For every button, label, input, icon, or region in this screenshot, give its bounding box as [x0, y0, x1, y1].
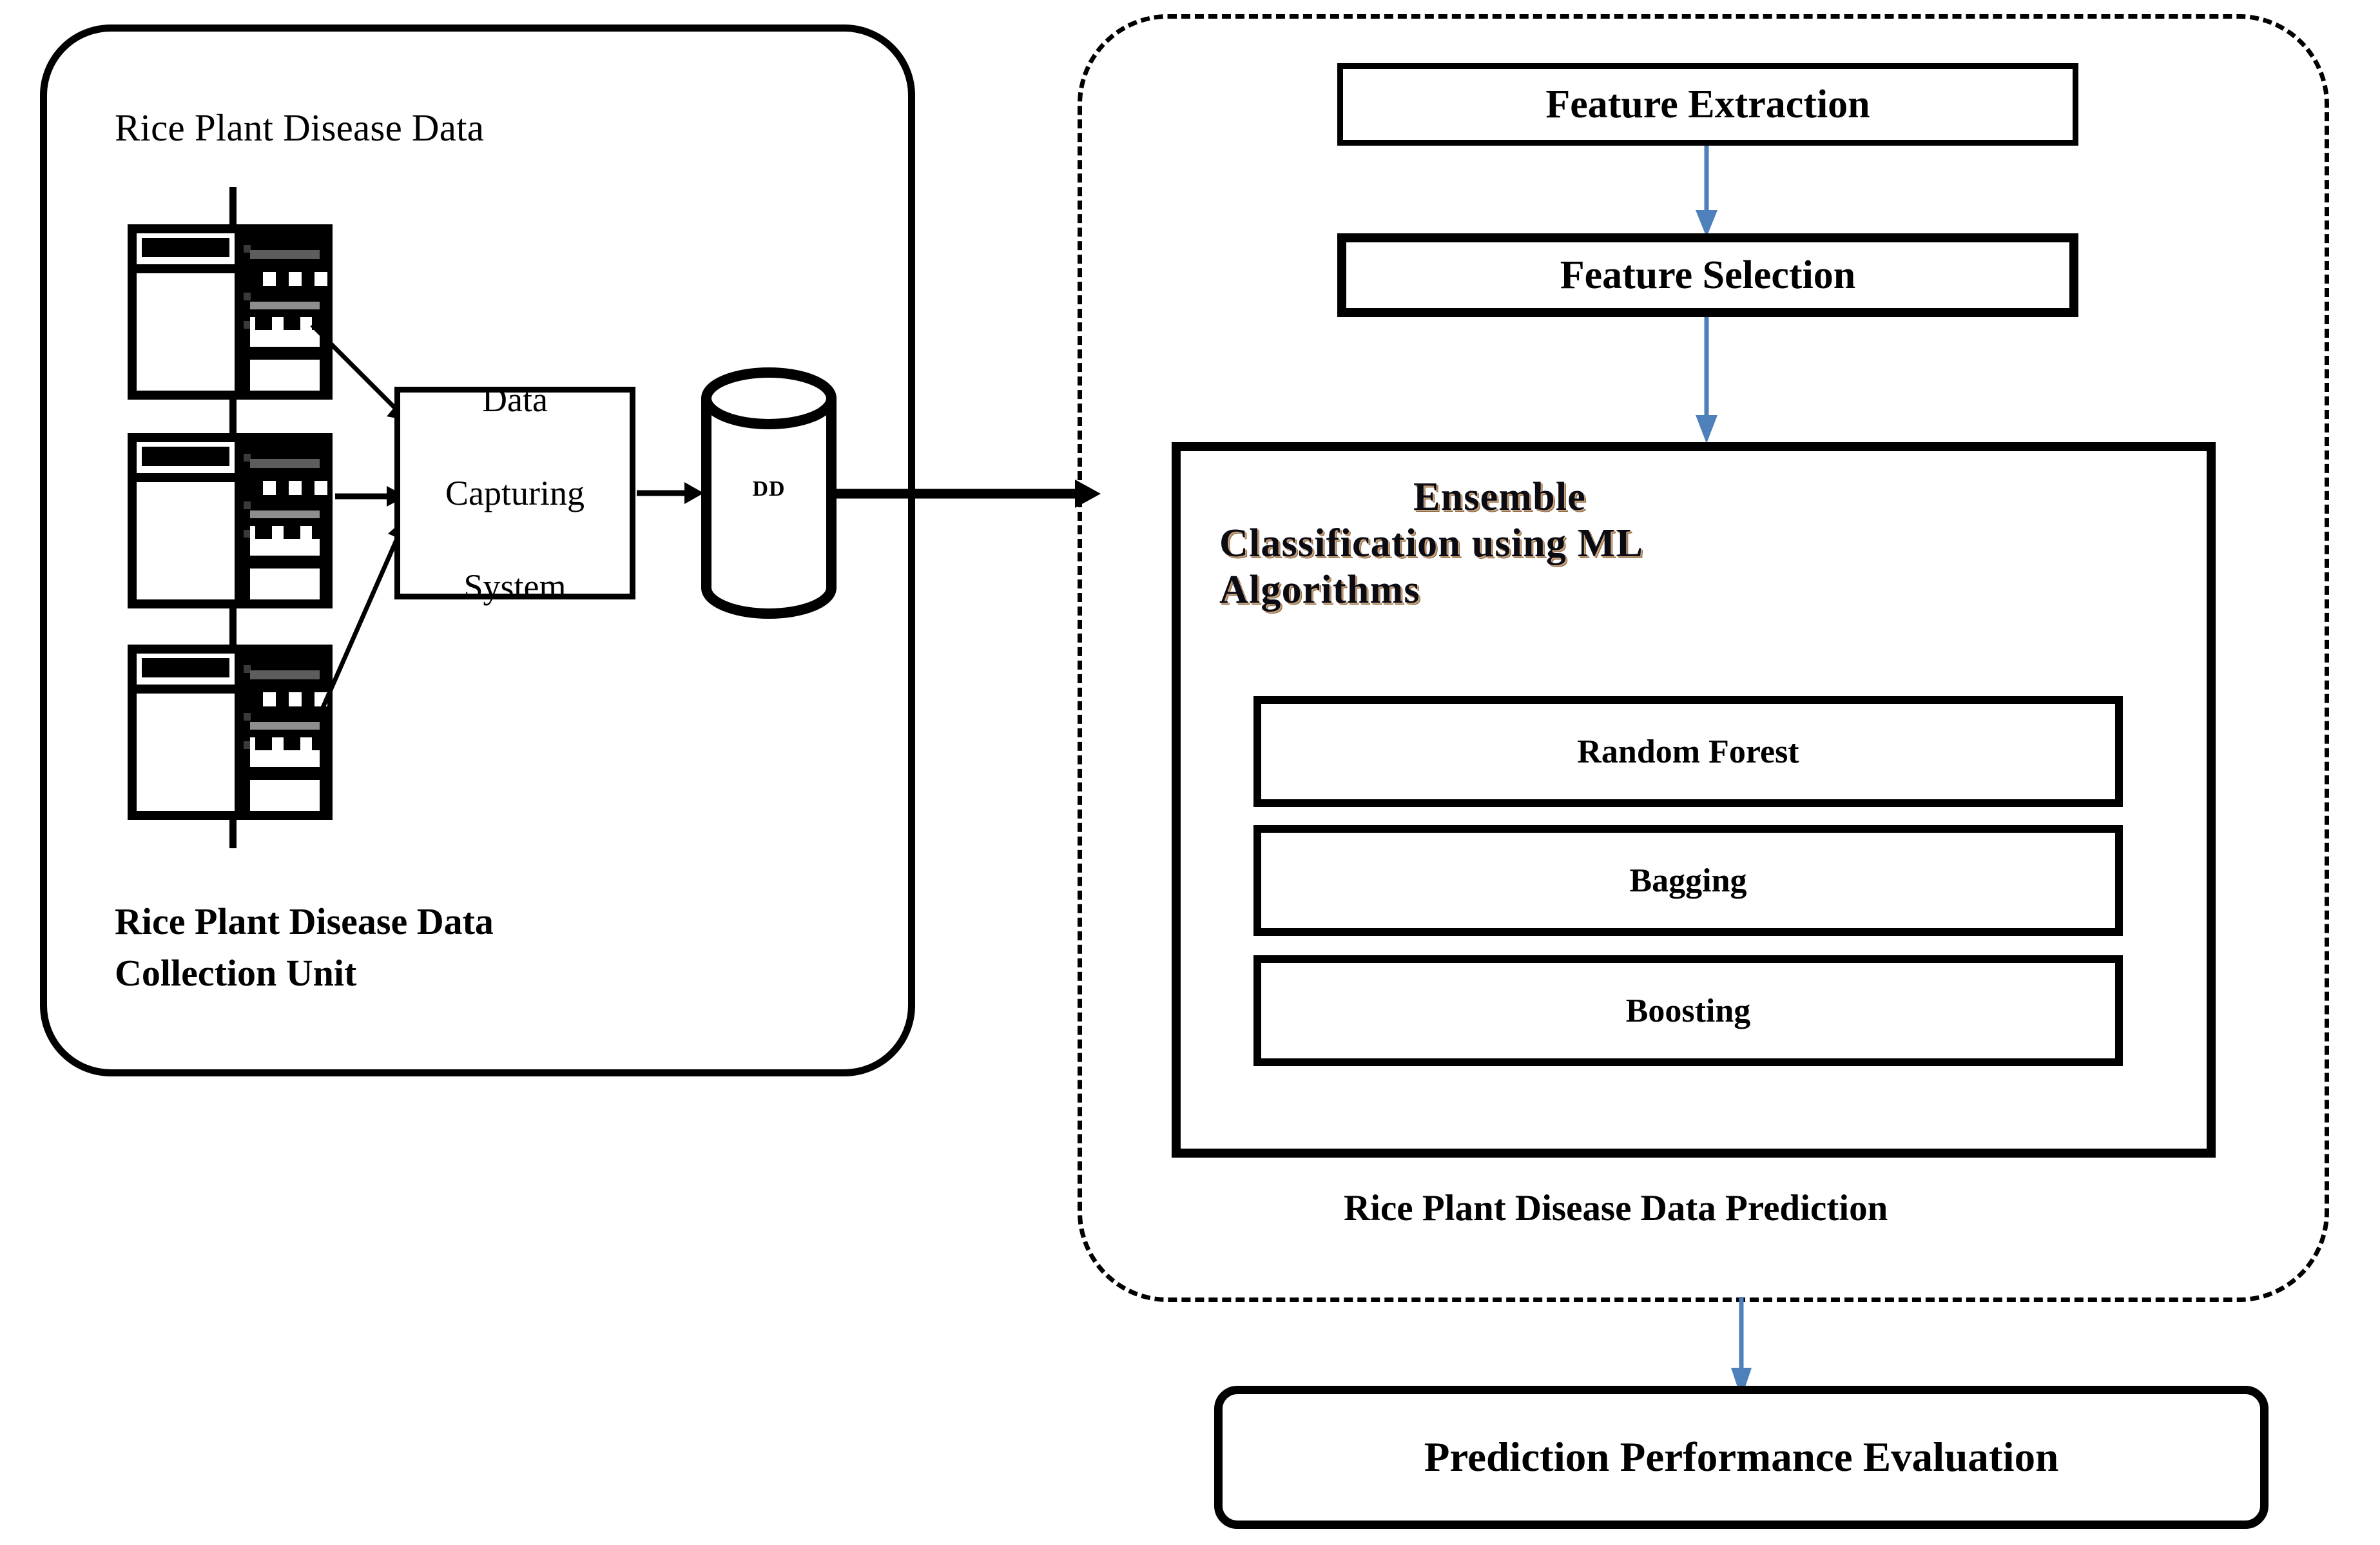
algorithm-box-random-forest: Random Forest: [1253, 696, 2123, 807]
rack-left-panel-2: [137, 482, 235, 599]
algorithm-label-0: Random Forest: [1577, 733, 1799, 770]
algorithm-label-1: Bagging: [1629, 862, 1747, 899]
prediction-unit-caption: Rice Plant Disease Data Prediction: [1344, 1188, 1888, 1229]
rack-screen-frame-2: [137, 442, 235, 473]
evaluation-label: Prediction Performance Evaluation: [1424, 1433, 2059, 1481]
collection-to-prediction-arrow: [835, 480, 1101, 508]
rack-left-panel-3: [137, 694, 235, 811]
feature-extraction-box: Feature Extraction: [1337, 63, 2078, 146]
rack-screen-frame-1: [137, 233, 235, 264]
collection-caption-line-1: Rice Plant Disease Data: [115, 900, 494, 942]
server-rack-icon-2: [128, 433, 333, 608]
ensemble-title-line-2: Classification using ML: [1219, 521, 1644, 565]
feature-extraction-to-selection-arrow: [1696, 146, 1717, 237]
server-rack-icon-1: [128, 224, 333, 400]
capture-line-2: Capturing: [445, 473, 585, 512]
data-capturing-system-box: Data Capturing System: [394, 380, 635, 606]
ensemble-title: Ensemble Classification using ML Algorit…: [1219, 474, 1993, 614]
feature-selection-label: Feature Selection: [1560, 253, 1856, 297]
rack-left-panel-1: [137, 273, 235, 391]
capture-line-3: System: [463, 567, 566, 606]
algorithm-label-2: Boosting: [1625, 992, 1751, 1029]
feature-selection-to-ensemble-arrow: [1696, 317, 1717, 443]
ensemble-title-line-1: Ensemble: [1413, 475, 1586, 519]
server-rack-icon-3: [128, 645, 333, 820]
database-label: DD: [752, 477, 786, 501]
prediction-performance-evaluation-box: Prediction Performance Evaluation: [1214, 1386, 2269, 1529]
database-cylinder: DD: [700, 367, 838, 619]
rack-screen-frame-3: [137, 654, 235, 685]
capture-to-database-arrow: [637, 482, 704, 504]
algorithm-box-bagging: Bagging: [1253, 825, 2123, 936]
collection-unit-title: Rice Plant Disease Data: [115, 106, 485, 149]
feature-extraction-label: Feature Extraction: [1545, 82, 1870, 126]
rice-plant-disease-data-prediction-container: [1078, 14, 2329, 1302]
capture-line-1: Data: [482, 380, 548, 420]
algorithm-box-boosting: Boosting: [1253, 955, 2123, 1066]
collection-caption-line-2: Collection Unit: [115, 952, 357, 995]
feature-selection-box: Feature Selection: [1337, 233, 2078, 317]
collection-unit-caption: Rice Plant Disease Data Collection Unit: [115, 896, 733, 999]
ensemble-title-line-3: Algorithms: [1219, 567, 1420, 612]
prediction-to-evaluation-arrow: [1731, 1297, 1752, 1399]
ensemble-classification-box: Ensemble Classification using ML Algorit…: [1172, 442, 2216, 1158]
